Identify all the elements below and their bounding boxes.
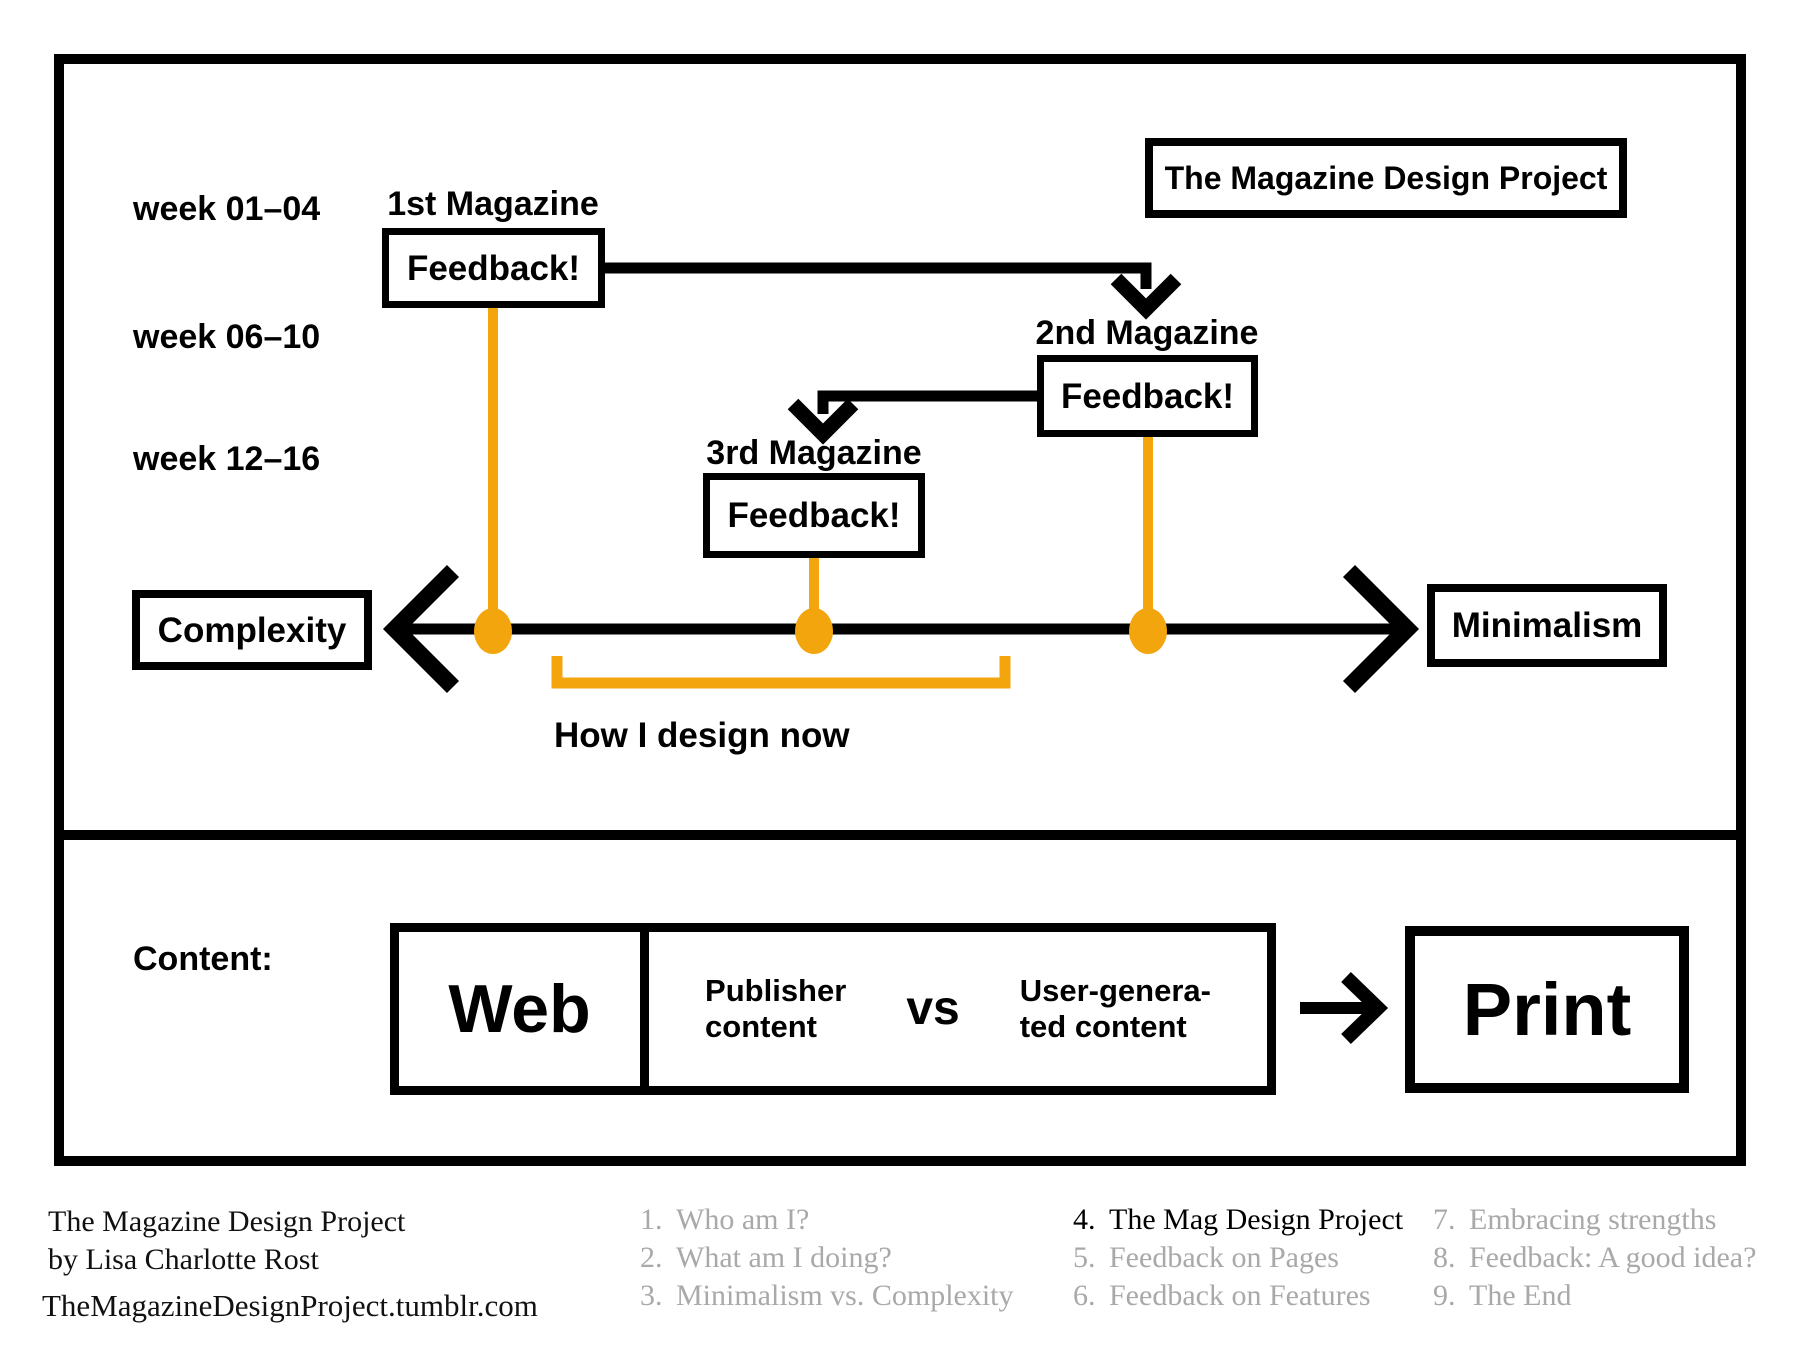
agenda-num: 3. bbox=[640, 1279, 663, 1312]
connector-2-to-3 bbox=[817, 390, 1037, 414]
axis-left-label: Complexity bbox=[157, 610, 347, 650]
agenda-text: Who am I? bbox=[676, 1203, 810, 1236]
agenda-item-5: 5. Feedback on Pages bbox=[1073, 1243, 1339, 1273]
axis-dot-2nd-magazine bbox=[1129, 608, 1167, 654]
agenda-text: Feedback on Pages bbox=[1109, 1241, 1339, 1274]
agenda-text: The Mag Design Project bbox=[1109, 1203, 1404, 1236]
feedback-2-text: Feedback! bbox=[1060, 376, 1235, 416]
magazine-2-label: 2nd Magazine bbox=[1035, 314, 1259, 352]
agenda-text: Minimalism vs. Complexity bbox=[676, 1279, 1014, 1312]
web-text: Web bbox=[448, 971, 591, 1047]
week-label-1: week 01–04 bbox=[133, 190, 321, 228]
footer-credit-line1: The Magazine Design Project bbox=[48, 1205, 406, 1238]
slide-frame bbox=[54, 54, 1746, 1166]
complexity-box: Complexity bbox=[132, 590, 372, 670]
versus-cell: Publisher content vs User-genera- ted co… bbox=[649, 932, 1267, 1086]
agenda-item-9: 9. The End bbox=[1433, 1281, 1571, 1311]
print-box: Print bbox=[1405, 926, 1689, 1093]
agenda-num: 1. bbox=[640, 1203, 663, 1236]
footer-credit-line2: by Lisa Charlotte Rost bbox=[48, 1242, 319, 1276]
agenda-item-3: 3. Minimalism vs. Complexity bbox=[640, 1281, 1014, 1311]
web-content-box: Web Publisher content vs User-genera- te… bbox=[390, 923, 1276, 1095]
agenda-text: Feedback: A good idea? bbox=[1469, 1241, 1757, 1274]
agenda-num: 8. bbox=[1433, 1241, 1456, 1274]
arrowhead-down-3rd-icon bbox=[787, 398, 859, 445]
magazine-3-label: 3rd Magazine bbox=[706, 434, 922, 472]
how-i-design-bracket bbox=[551, 656, 1011, 689]
arrowhead-down-2nd-icon bbox=[1110, 273, 1182, 320]
vs-text: vs bbox=[906, 982, 960, 1036]
week-label-2: week 06–10 bbox=[133, 318, 321, 356]
agenda-num: 6. bbox=[1073, 1279, 1096, 1312]
user-generated-text: User-genera- ted content bbox=[1019, 973, 1211, 1044]
agenda-num: 7. bbox=[1433, 1203, 1456, 1236]
feedback-box-2: Feedback! bbox=[1037, 355, 1258, 437]
bracket-caption: How I design now bbox=[554, 716, 850, 755]
axis-dot-3rd-magazine bbox=[795, 608, 833, 654]
minimalism-box: Minimalism bbox=[1427, 584, 1667, 667]
publisher-content-text: Publisher content bbox=[705, 973, 847, 1044]
agenda-num: 5. bbox=[1073, 1241, 1096, 1274]
section-divider bbox=[54, 830, 1746, 840]
agenda-text: Embracing strengths bbox=[1469, 1203, 1717, 1236]
axis-right-arrowhead-icon bbox=[1342, 564, 1420, 694]
axis-left-arrowhead-icon bbox=[382, 564, 460, 694]
feedback-1-text: Feedback! bbox=[406, 248, 581, 288]
agenda-item-1: 1. Who am I? bbox=[640, 1205, 809, 1235]
connector-1-to-2 bbox=[605, 262, 1152, 289]
agenda-num: 4. bbox=[1073, 1203, 1096, 1236]
agenda-item-4: 4. The Mag Design Project bbox=[1073, 1205, 1403, 1235]
print-text: Print bbox=[1462, 967, 1632, 1051]
agenda-text: Feedback on Features bbox=[1109, 1279, 1371, 1312]
axis-dot-1st-magazine bbox=[474, 608, 512, 654]
agenda-text: The End bbox=[1469, 1279, 1572, 1312]
title-box: The Magazine Design Project bbox=[1145, 138, 1627, 218]
content-label: Content: bbox=[133, 940, 273, 978]
feedback-3-text: Feedback! bbox=[727, 496, 901, 535]
agenda-num: 2. bbox=[640, 1241, 663, 1274]
agenda-item-8: 8. Feedback: A good idea? bbox=[1433, 1243, 1756, 1273]
week-label-3: week 12–16 bbox=[133, 440, 321, 478]
agenda-item-6: 6. Feedback on Features bbox=[1073, 1281, 1371, 1311]
agenda-item-7: 7. Embracing strengths bbox=[1433, 1205, 1716, 1235]
footer-credit: The Magazine Design Project by Lisa Char… bbox=[48, 1203, 405, 1278]
slide-title: The Magazine Design Project bbox=[1164, 160, 1608, 196]
content-arrowhead-icon bbox=[1341, 971, 1389, 1045]
feedback-box-3: Feedback! bbox=[703, 473, 925, 558]
feedback-box-1: Feedback! bbox=[382, 228, 605, 308]
magazine-1-label: 1st Magazine bbox=[387, 185, 599, 223]
agenda-item-2: 2. What am I doing? bbox=[640, 1243, 892, 1273]
web-cell: Web bbox=[399, 932, 649, 1086]
footer-url: TheMagazineDesignProject.tumblr.com bbox=[42, 1288, 538, 1323]
axis-right-label: Minimalism bbox=[1451, 606, 1643, 645]
agenda-text: What am I doing? bbox=[676, 1241, 892, 1274]
agenda-num: 9. bbox=[1433, 1279, 1456, 1312]
